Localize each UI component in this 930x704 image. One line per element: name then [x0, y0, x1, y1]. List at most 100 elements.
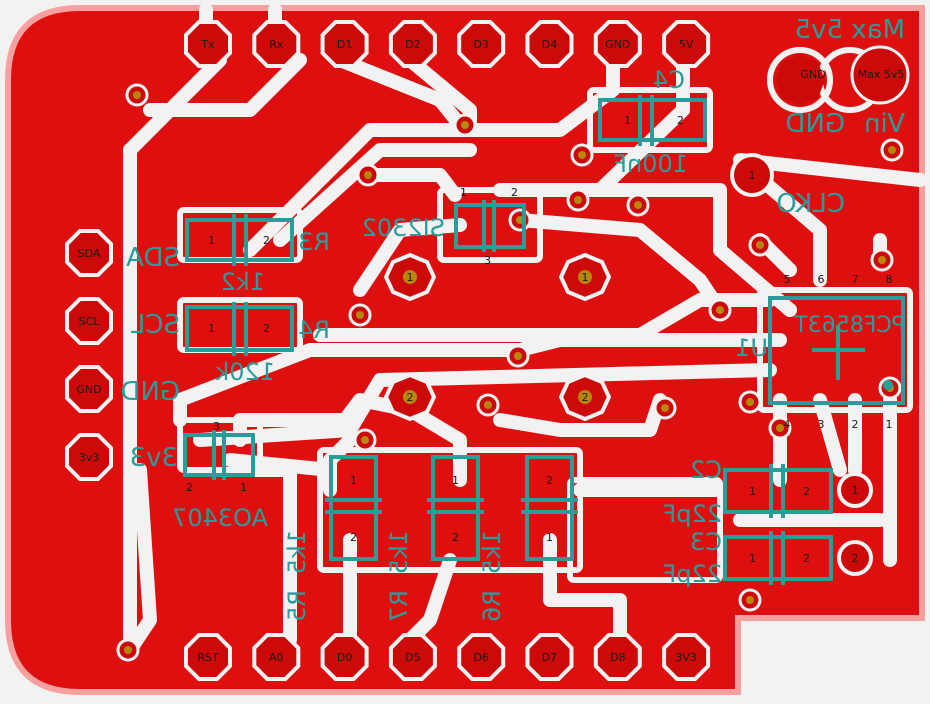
header-top-pad — [252, 20, 301, 68]
header-bottom-pad-label: D0 — [337, 651, 352, 664]
via-drill — [746, 398, 754, 406]
drill — [578, 390, 592, 404]
test-pad-1-right-label: 1 — [582, 271, 589, 284]
power-pad-max-label: Max 5v5 — [858, 68, 905, 81]
header-left-pad-label: 3v3 — [79, 451, 100, 464]
drill — [578, 270, 592, 284]
test-pad-1-left-label: 1 — [407, 271, 414, 284]
r4-pin-2: 2 — [263, 322, 270, 335]
silk-scl: SCL — [130, 310, 180, 340]
q1-outline — [454, 203, 526, 249]
c2-pin-1: 1 — [749, 485, 756, 498]
u1-pin-5: 5 — [784, 273, 791, 286]
u1-pin-2: 2 — [852, 418, 859, 431]
ao-pin-3: 3 — [213, 420, 220, 433]
via-drill — [634, 201, 642, 209]
silk-vin: Vin — [864, 109, 905, 139]
via-drill — [461, 121, 469, 129]
silk-r4-name: R4 — [298, 316, 330, 344]
header-bottom-pad-label: D7 — [542, 651, 557, 664]
r5-outline — [329, 455, 378, 561]
header-top-pad — [525, 20, 574, 68]
silk-c3-name: C3 — [690, 528, 722, 556]
test-pad-clko-label: 1 — [749, 169, 756, 182]
via-drill — [878, 256, 886, 264]
via-drill — [124, 646, 132, 654]
r7-pin-1: 1 — [452, 474, 459, 487]
header-bottom-pad-label: D6 — [473, 651, 488, 664]
u1-pin-7: 7 — [852, 273, 859, 286]
drill — [403, 270, 417, 284]
header-top-pad-label: D1 — [337, 38, 352, 51]
ao-outline — [183, 433, 255, 477]
u1-pin-3: 3 — [818, 418, 825, 431]
test-pads: 1 1 2 2 1 1 2 — [383, 153, 873, 576]
c2-pin-2: 2 — [803, 485, 810, 498]
r3-outline — [185, 218, 294, 262]
header-bottom-pad-label: 3V3 — [675, 651, 697, 664]
silk-gnd-power: GND — [785, 109, 845, 139]
via-drill — [578, 151, 586, 159]
header-top-pad — [388, 20, 437, 68]
silk-c4-name: C4 — [653, 66, 685, 94]
header-top-pad — [184, 20, 232, 68]
header-left-pad — [65, 297, 113, 345]
header-left-pad-label: SCL — [79, 315, 101, 328]
via-drill — [756, 241, 764, 249]
r5-pin-1: 1 — [350, 474, 357, 487]
q1-pin-2: 2 — [511, 186, 518, 199]
component-pin-numbers: 1 2 1 2 1 2 1 2 3 3 2 1 1 2 1 2 2 1 1 2 … — [186, 114, 810, 565]
r6-pin-1: 1 — [546, 531, 553, 544]
q1-pin-1: 1 — [460, 186, 467, 199]
header-top-pad-label: Rx — [269, 38, 284, 51]
via-drill — [661, 404, 669, 412]
silk-u1-value: PCF8563T — [794, 313, 905, 338]
header-bottom-pad — [457, 633, 506, 681]
header-bottom-pad — [593, 633, 642, 681]
test-pad-clko — [730, 153, 774, 197]
header-bottom-pad-label: D5 — [405, 651, 420, 664]
crystal-pad-2-label: 2 — [852, 552, 859, 565]
header-bottom-pad — [184, 633, 232, 681]
test-pad-2-left-label: 2 — [407, 391, 414, 404]
crystal-pad-2 — [837, 540, 873, 576]
u1-pin-1: 1 — [886, 418, 893, 431]
u1-pin-8: 8 — [886, 273, 893, 286]
silk-r5-name: R5 — [283, 590, 311, 622]
header-bottom-pad-label: A0 — [269, 651, 284, 664]
crystal-pad-1-label: 1 — [852, 484, 859, 497]
power-pad-gnd-label: GND — [800, 68, 825, 81]
power-pad-max — [850, 45, 910, 105]
u1-pins: 5 6 7 8 4 3 2 1 — [784, 273, 893, 431]
header-top-pad — [662, 20, 711, 68]
r7-pin-2: 2 — [452, 531, 459, 544]
u1-pin-4: 4 — [784, 418, 791, 431]
r6-outline — [525, 455, 574, 561]
silk-c2-name: C2 — [690, 456, 722, 484]
r4-pin-1: 1 — [208, 322, 215, 335]
header-bottom-pad-label: RST — [197, 651, 219, 664]
header-left-pad — [65, 433, 113, 481]
silk-r6-value: 1k5 — [478, 530, 506, 574]
via-drill — [776, 424, 784, 432]
ao-pin-1: 1 — [240, 481, 247, 494]
via-drill — [133, 91, 141, 99]
header-bottom-pad-label: D8 — [610, 651, 625, 664]
silk-c3-value: 22pF — [662, 560, 722, 588]
u1-pin-6: 6 — [818, 273, 825, 286]
r3-pin-1: 1 — [208, 234, 215, 247]
test-pad-2-right-label: 2 — [582, 391, 589, 404]
silk-c2-value: 22pF — [662, 500, 722, 528]
via-drill — [574, 196, 582, 204]
silk-r5-value: 1k5 — [283, 530, 311, 574]
via-drill — [361, 436, 369, 444]
silk-q1-value: SI2302 — [362, 214, 445, 242]
ao-pin-2: 2 — [186, 481, 193, 494]
via-drill — [888, 146, 896, 154]
c4-pin-2: 2 — [677, 114, 684, 127]
header-left-pad — [65, 229, 113, 277]
c3-outline — [723, 535, 833, 581]
silk-gnd-left: GND — [120, 377, 180, 407]
